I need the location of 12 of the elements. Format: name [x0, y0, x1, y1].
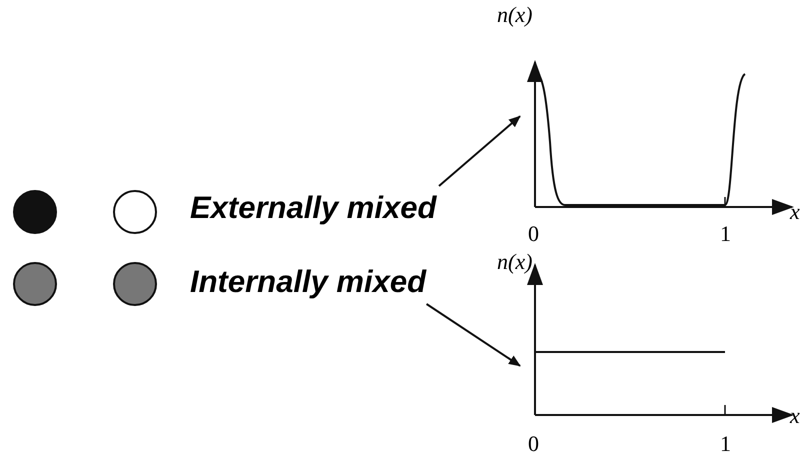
caption-text: Internally mixed: [190, 262, 475, 302]
arrow: [438, 116, 521, 187]
axis-label: n(x): [497, 3, 532, 27]
axis-label: n(x): [497, 250, 532, 274]
tick-label: 0: [528, 432, 539, 456]
axis-label: x: [790, 404, 800, 428]
tick-label: 1: [720, 432, 731, 456]
tick-label: 1: [720, 222, 731, 246]
arrow: [426, 303, 521, 367]
axis-label: x: [790, 200, 800, 224]
caption-text: Externally mixed: [190, 188, 490, 228]
tick-label: 0: [528, 222, 539, 246]
